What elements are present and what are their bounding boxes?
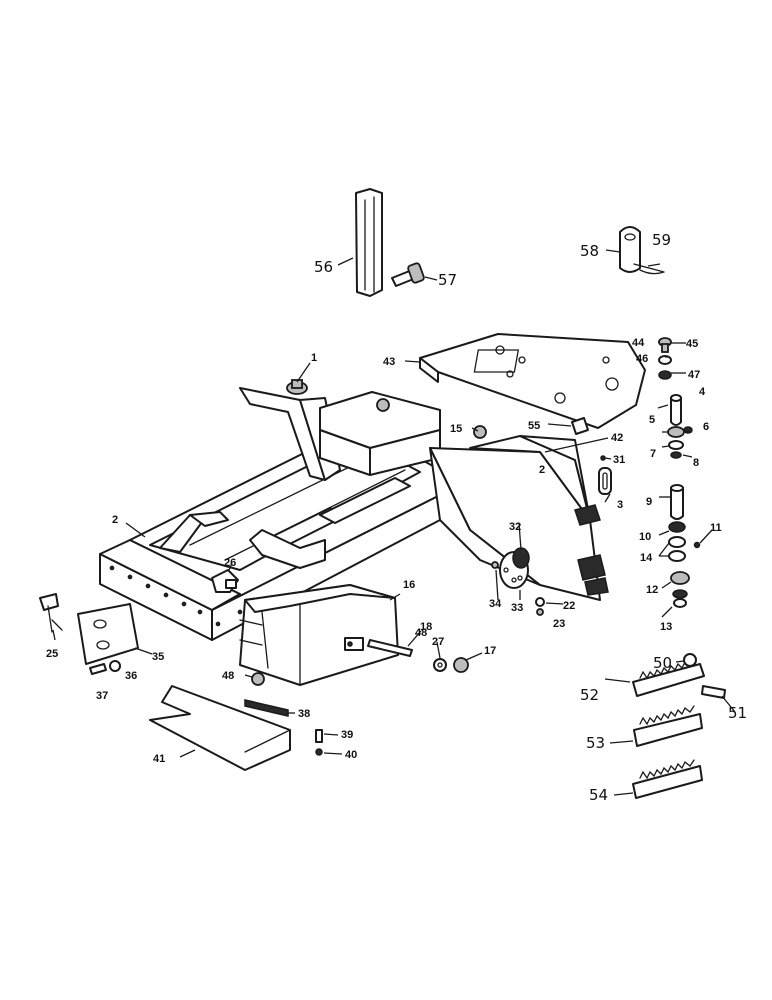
callout-51: 51 bbox=[728, 704, 747, 722]
callout-50: 50 bbox=[653, 654, 672, 672]
callout-46: 46 bbox=[636, 353, 648, 365]
callout-52: 52 bbox=[580, 686, 599, 704]
part-25-pin bbox=[39, 593, 63, 633]
callout-48-weight: 48 bbox=[222, 670, 234, 682]
part-58-pin bbox=[619, 226, 641, 273]
part-57-bolt bbox=[391, 262, 425, 287]
part-26-bracket bbox=[211, 569, 239, 593]
part-54-toothed-rack bbox=[632, 759, 703, 799]
callout-32: 32 bbox=[509, 521, 521, 533]
callout-45: 45 bbox=[686, 338, 698, 350]
callout-4: 4 bbox=[699, 386, 706, 398]
callout-5: 5 bbox=[649, 414, 655, 426]
callout-22: 22 bbox=[563, 600, 575, 612]
frame-bracket-left bbox=[159, 511, 229, 553]
callout-labels: 1 2 3 4 5 6 7 8 9 10 11 12 13 14 15 16 1… bbox=[46, 231, 747, 804]
callout-13: 13 bbox=[660, 621, 672, 633]
part-17-nut bbox=[453, 657, 469, 673]
callout-2-housing: 2 bbox=[539, 464, 545, 476]
part-31-pin bbox=[600, 455, 606, 461]
part-41-plate bbox=[149, 685, 291, 771]
callout-10: 10 bbox=[639, 531, 651, 543]
part-52-toothed-rack bbox=[632, 659, 705, 697]
callout-44: 44 bbox=[632, 337, 645, 349]
pivot-stack-upper bbox=[658, 337, 693, 459]
callout-16: 16 bbox=[403, 579, 415, 591]
pivot-stack-lower bbox=[668, 484, 701, 608]
part-55-block bbox=[571, 417, 589, 435]
callout-54: 54 bbox=[589, 786, 608, 804]
callout-25: 25 bbox=[46, 648, 58, 660]
leader-lines bbox=[52, 249, 736, 796]
raised-box-section bbox=[319, 391, 441, 476]
part-35-bracket bbox=[77, 603, 139, 665]
callout-41: 41 bbox=[153, 753, 165, 765]
callout-7: 7 bbox=[650, 448, 656, 460]
callout-33: 33 bbox=[511, 602, 523, 614]
callout-26: 26 bbox=[224, 557, 236, 569]
callout-3: 3 bbox=[617, 499, 623, 511]
part-18-rod bbox=[367, 639, 413, 657]
callout-35: 35 bbox=[152, 651, 164, 663]
callout-6: 6 bbox=[703, 421, 709, 433]
callout-23: 23 bbox=[553, 618, 565, 630]
callout-31: 31 bbox=[613, 454, 625, 466]
callout-42: 42 bbox=[611, 432, 623, 444]
callout-15: 15 bbox=[450, 423, 462, 435]
frame-bracket-centre bbox=[249, 529, 326, 569]
callout-53: 53 bbox=[586, 734, 605, 752]
callout-55: 55 bbox=[528, 420, 540, 432]
callout-59: 59 bbox=[652, 231, 671, 249]
callout-1: 1 bbox=[311, 352, 317, 364]
part-39-40-screw bbox=[315, 729, 323, 756]
part-34-screw bbox=[491, 561, 499, 569]
callout-57: 57 bbox=[438, 271, 457, 289]
part-53-toothed-rack bbox=[633, 705, 703, 747]
callout-11: 11 bbox=[710, 522, 722, 534]
callout-58: 58 bbox=[580, 242, 599, 260]
part-36-37-bolt bbox=[89, 660, 121, 675]
callout-38: 38 bbox=[298, 708, 310, 720]
part-16-weight bbox=[239, 584, 399, 686]
part-59-clip bbox=[633, 263, 665, 275]
callout-27: 27 bbox=[432, 636, 444, 648]
callout-34: 34 bbox=[489, 598, 502, 610]
part-15-nut bbox=[473, 425, 487, 439]
part-56-vertical-bar bbox=[355, 188, 383, 297]
callout-37: 37 bbox=[96, 690, 108, 702]
part-3-slotted-link bbox=[598, 467, 612, 495]
part-42-rear-housing bbox=[429, 435, 609, 601]
callout-43: 43 bbox=[383, 356, 395, 368]
part-27-washer bbox=[433, 658, 447, 672]
part-22-23-washers bbox=[535, 597, 545, 616]
part-48-nut bbox=[251, 672, 265, 686]
part-38-rack bbox=[244, 699, 289, 717]
callout-12: 12 bbox=[646, 584, 658, 596]
callout-39: 39 bbox=[341, 729, 353, 741]
callout-48-rod: 48 bbox=[415, 627, 427, 639]
part-43-top-plate bbox=[419, 333, 646, 429]
part-51-bolt bbox=[701, 685, 726, 699]
callout-18: 18 bbox=[420, 621, 432, 633]
callout-56: 56 bbox=[314, 258, 333, 276]
callout-47: 47 bbox=[688, 369, 700, 381]
callout-2: 2 bbox=[112, 514, 118, 526]
callout-8: 8 bbox=[693, 457, 699, 469]
callout-17: 17 bbox=[484, 645, 496, 657]
part-50-nut bbox=[683, 653, 697, 667]
callout-9: 9 bbox=[646, 496, 652, 508]
callout-14: 14 bbox=[640, 552, 653, 564]
callout-36: 36 bbox=[125, 670, 137, 682]
callout-40: 40 bbox=[345, 749, 357, 761]
part-32-33-flange bbox=[499, 547, 530, 589]
